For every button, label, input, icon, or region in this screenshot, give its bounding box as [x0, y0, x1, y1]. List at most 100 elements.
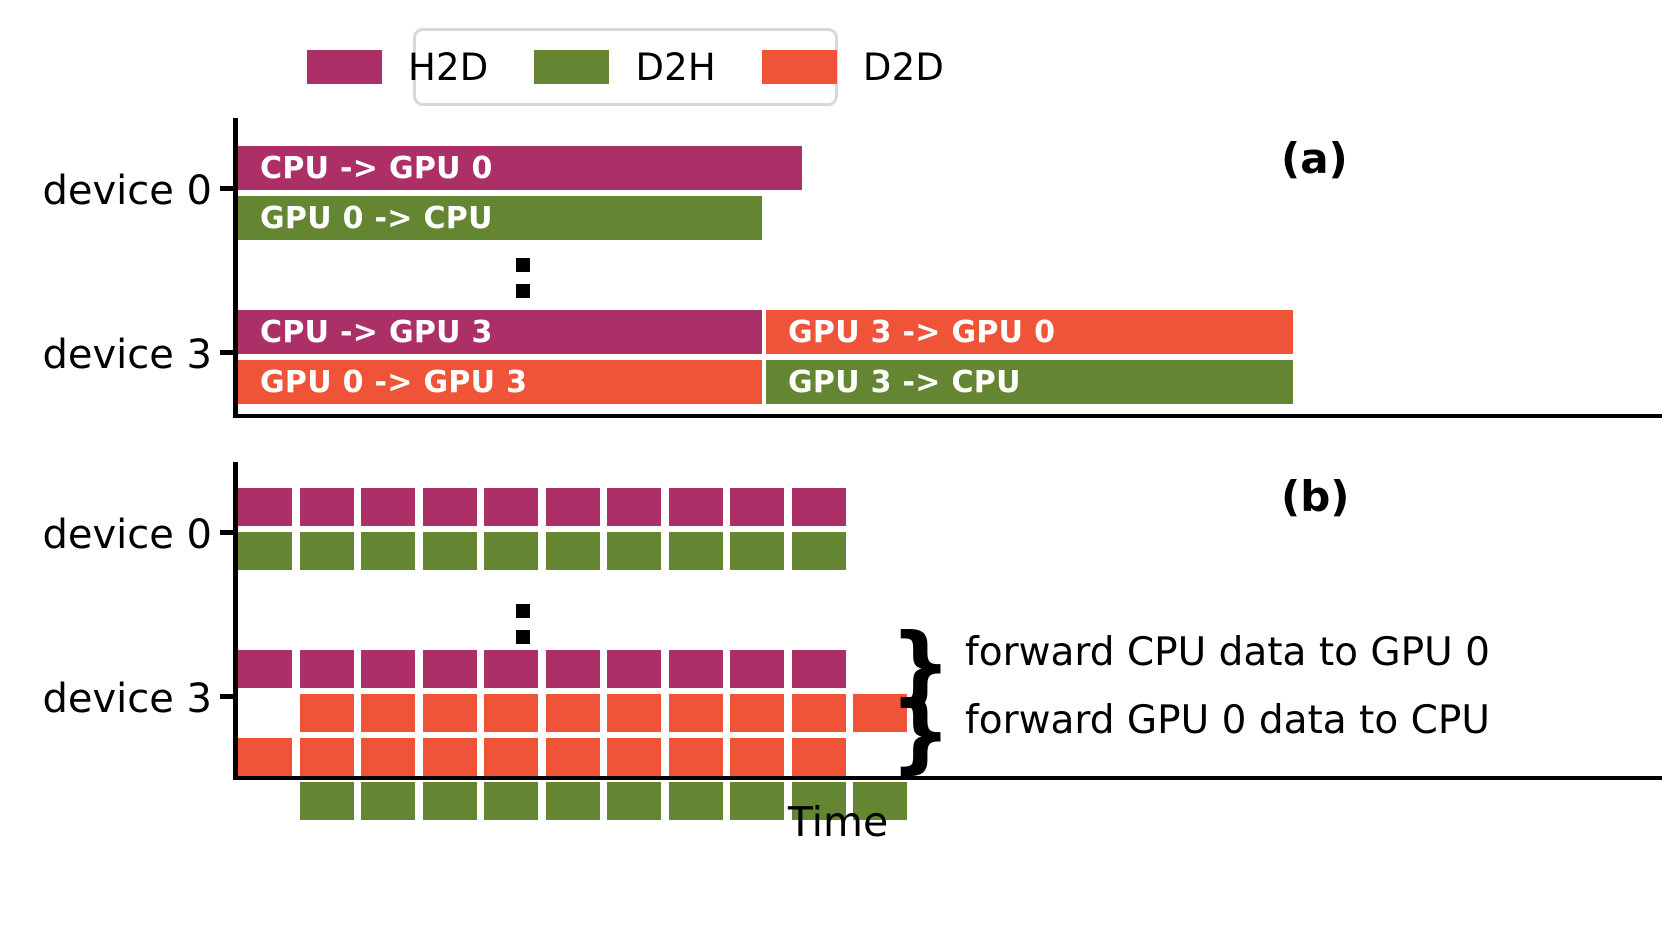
segment-h2d [668, 650, 723, 688]
segment-h2d [422, 650, 477, 688]
segment-h2d [422, 488, 477, 526]
segment-d2h [668, 782, 723, 820]
segment-d2h [545, 532, 600, 570]
segment-d2d [853, 694, 907, 732]
legend-item-d2h: D2H [534, 49, 761, 86]
segrow-device0-h2d [238, 488, 846, 526]
segrow-device3-d2h [238, 782, 907, 820]
segment-h2d [730, 488, 784, 526]
segrow-device0-d2h [238, 532, 846, 570]
bar-gpu0-to-cpu: GPU 0 -> CPU [238, 196, 762, 240]
bar-cpu-to-gpu3: CPU -> GPU 3 [238, 310, 762, 354]
panel-a-x-axis [233, 414, 1662, 418]
segment-d2d [299, 738, 354, 776]
segment-d2d [422, 694, 477, 732]
brace-forward-gpu0-to-cpu: } [890, 683, 952, 783]
legend: H2D D2H D2D [306, 28, 944, 106]
segment-d2h [484, 532, 538, 570]
legend-label-h2d: H2D [407, 45, 489, 89]
bar-label-gpu3-to-gpu0: GPU 3 -> GPU 0 [788, 314, 1056, 350]
segment-d2d [668, 738, 723, 776]
panel-a-y-axis [233, 118, 238, 418]
bar-label-gpu3-to-cpu: GPU 3 -> CPU [788, 364, 1021, 400]
bar-gpu0-to-gpu3: GPU 0 -> GPU 3 [238, 360, 762, 404]
segment-d2h [422, 532, 477, 570]
panel-a: device 0 device 3 (a) CPU -> GPU 0 GPU 0… [0, 118, 1662, 428]
legend-item-h2d: H2D [306, 45, 534, 89]
panel-b-label-device-3: device 3 [42, 676, 212, 722]
segment-h2d [791, 488, 846, 526]
segment-h2d [668, 488, 723, 526]
segment-d2h [607, 782, 661, 820]
segment-d2h [791, 782, 846, 820]
panel-b-tick-device0 [220, 530, 238, 535]
legend-swatch-d2d [761, 50, 837, 84]
segment-d2h [607, 532, 661, 570]
panel-a-tick-device0 [220, 186, 238, 191]
segment-d2d [422, 738, 477, 776]
bar-gpu3-to-gpu0: GPU 3 -> GPU 0 [766, 310, 1293, 354]
segrow-device3-d2d-a [238, 694, 907, 732]
segment-h2d [361, 488, 415, 526]
segment-h2d [484, 650, 538, 688]
segment-d2h [361, 532, 415, 570]
segment-d2h [853, 782, 907, 820]
annotation-forward-cpu-to-gpu0: forward CPU data to GPU 0 [965, 630, 1490, 675]
segment-d2d [668, 694, 723, 732]
segment-h2d [484, 488, 538, 526]
panel-a-label-device-3: device 3 [42, 332, 212, 378]
segment-d2h [238, 532, 292, 570]
bar-label-cpu-to-gpu3: CPU -> GPU 3 [260, 314, 493, 350]
legend-label-d2h: D2H [635, 45, 716, 89]
x-axis-label-time: Time [787, 798, 889, 846]
segment-d2d [545, 738, 600, 776]
segment-d2h [422, 782, 477, 820]
segment-d2d [361, 738, 415, 776]
segment-h2d [607, 488, 661, 526]
panel-b-x-axis [233, 776, 1662, 780]
segment-d2d [484, 738, 538, 776]
segrow-device3-d2d-b [238, 738, 846, 776]
segment-d2d [791, 694, 846, 732]
segment-h2d [545, 650, 600, 688]
legend-swatch-h2d [306, 50, 382, 84]
segment-d2d [545, 694, 600, 732]
segment-h2d [730, 650, 784, 688]
segment-d2h [361, 782, 415, 820]
panel-b: device 0 device 3 (b) } forward CPU data… [0, 462, 1662, 820]
segment-d2h [484, 782, 538, 820]
panel-a-label-device-0: device 0 [42, 168, 212, 214]
segment-d2d [791, 738, 846, 776]
panel-a-tick-device3 [220, 350, 238, 355]
segment-d2d [730, 694, 784, 732]
legend-swatch-d2h [534, 50, 610, 84]
bar-label-cpu-to-gpu0: CPU -> GPU 0 [260, 150, 493, 186]
brace-forward-cpu-to-gpu0: } [890, 615, 952, 715]
panel-b-tag: (b) [1281, 472, 1350, 521]
segment-d2h [545, 782, 600, 820]
segment-h2d [545, 488, 600, 526]
bar-gpu3-to-cpu: GPU 3 -> CPU [766, 360, 1293, 404]
segment-d2d [238, 738, 292, 776]
legend-item-d2d: D2D [761, 49, 944, 86]
segment-h2d [361, 650, 415, 688]
segment-h2d [299, 488, 354, 526]
segment-d2h [730, 532, 784, 570]
bar-label-gpu0-to-cpu: GPU 0 -> CPU [260, 200, 493, 236]
segment-h2d [607, 650, 661, 688]
segment-d2h [791, 532, 846, 570]
segment-h2d [299, 650, 354, 688]
segment-h2d [791, 650, 846, 688]
segrow-device3-h2d [238, 650, 846, 688]
panel-b-label-device-0: device 0 [42, 512, 212, 558]
segment-d2d [484, 694, 538, 732]
panel-a-tag: (a) [1281, 134, 1348, 183]
annotation-forward-gpu0-to-cpu: forward GPU 0 data to CPU [965, 698, 1490, 743]
segment-d2h [668, 532, 723, 570]
segment-d2d [361, 694, 415, 732]
bar-cpu-to-gpu0: CPU -> GPU 0 [238, 146, 802, 190]
segment-d2h [299, 782, 354, 820]
segment-d2d [607, 738, 661, 776]
segment-d2d [299, 694, 354, 732]
